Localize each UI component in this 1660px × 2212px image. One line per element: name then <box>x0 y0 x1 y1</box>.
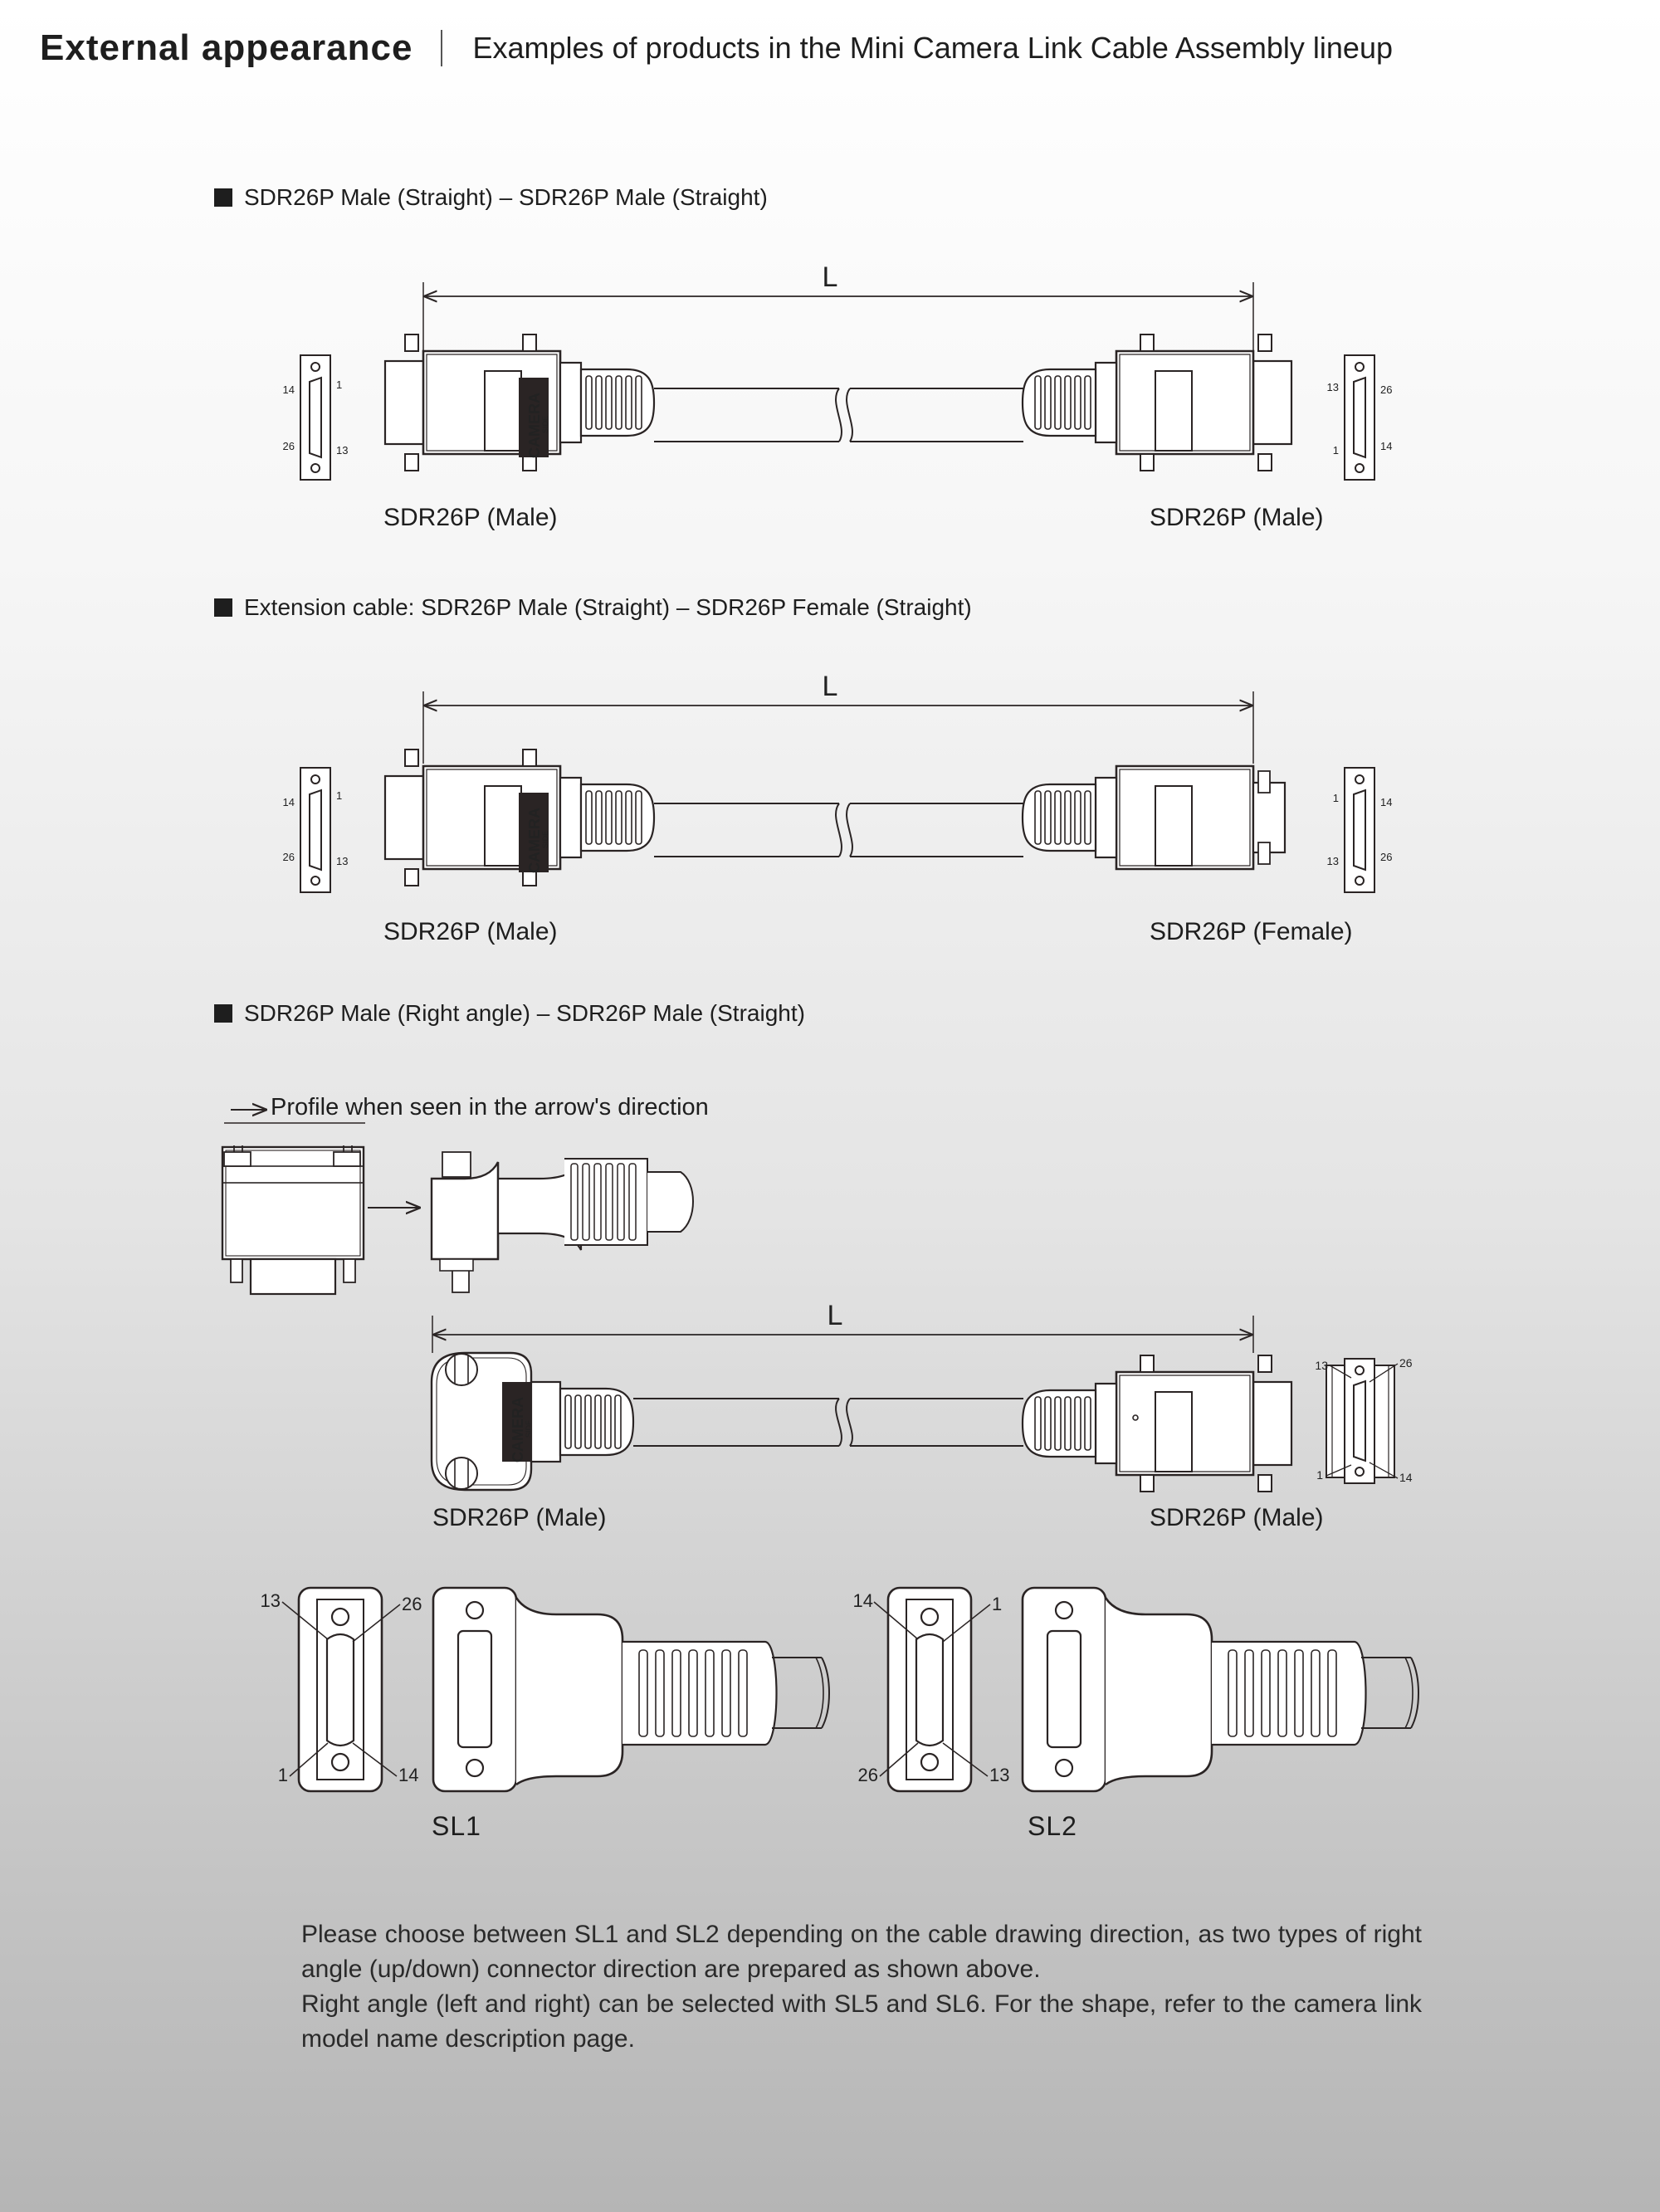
section-1-left-caption: SDR26P (Male) <box>383 504 558 531</box>
square-bullet-icon <box>214 1004 232 1023</box>
section-heading-3: SDR26P Male (Right angle) – SDR26P Male … <box>214 1000 805 1027</box>
section-2-length-label: L <box>823 671 838 702</box>
camera-side-label-icon <box>519 378 549 457</box>
svg-text:CAMERA: CAMERA <box>526 393 543 458</box>
svg-text:13: 13 <box>989 1765 1009 1785</box>
right-angle-front-view <box>221 1145 365 1296</box>
svg-text:13: 13 <box>261 1590 281 1611</box>
svg-text:1: 1 <box>336 789 342 802</box>
svg-text:1: 1 <box>1333 444 1339 457</box>
variant-sl2-drawing: 14 1 26 13 <box>853 1586 1419 1793</box>
svg-text:14: 14 <box>283 383 295 396</box>
header-divider <box>441 30 443 66</box>
variant-sl2-label: SL2 <box>1028 1811 1077 1841</box>
svg-text:1: 1 <box>336 378 342 391</box>
svg-text:1: 1 <box>1316 1468 1323 1482</box>
svg-text:SIDE: SIDE <box>541 416 549 433</box>
section-3-left-caption: SDR26P (Male) <box>432 1504 607 1531</box>
svg-text:1: 1 <box>278 1765 288 1785</box>
svg-text:14: 14 <box>853 1590 873 1611</box>
svg-text:26: 26 <box>858 1765 878 1785</box>
selection-note-line-2: Right angle (left and right) can be sele… <box>301 1990 1422 2053</box>
svg-text:14: 14 <box>1399 1471 1413 1484</box>
section-2-drawing: L <box>283 671 1392 893</box>
svg-text:13: 13 <box>1327 381 1339 393</box>
section-3-right-caption: SDR26P (Male) <box>1150 1504 1324 1531</box>
svg-text:26: 26 <box>283 851 295 863</box>
page-title: External appearance <box>40 27 413 68</box>
right-angle-side-view <box>430 1151 694 1293</box>
section-2-right-caption: SDR26P (Female) <box>1150 918 1353 945</box>
section-3-drawing: L CAMERA SIDE <box>221 1110 1413 1493</box>
section-3-right-face: 13 26 1 14 <box>1315 1356 1413 1484</box>
svg-text:13: 13 <box>1327 855 1339 867</box>
section-3-length-label: L <box>828 1300 843 1331</box>
section-heading-1-text: SDR26P Male (Straight) – SDR26P Male (St… <box>244 184 768 210</box>
section-heading-1: SDR26P Male (Straight) – SDR26P Male (St… <box>214 184 768 211</box>
section-heading-3-text: SDR26P Male (Right angle) – SDR26P Male … <box>244 1000 805 1026</box>
svg-text:CAMERA: CAMERA <box>510 1397 526 1462</box>
selection-note: Please choose between SL1 and SL2 depend… <box>301 1917 1422 2057</box>
svg-text:26: 26 <box>1380 383 1392 396</box>
svg-text:14: 14 <box>1380 796 1392 808</box>
page-header: External appearance Examples of products… <box>40 23 1393 73</box>
svg-text:14: 14 <box>1380 440 1392 452</box>
variant-sl1-drawing: 13 26 1 14 <box>261 1586 830 1793</box>
svg-text:13: 13 <box>336 444 348 457</box>
section-1-right-caption: SDR26P (Male) <box>1150 504 1324 531</box>
right-angle-top-view: CAMERA SIDE <box>430 1351 635 1492</box>
section-heading-2-text: Extension cable: SDR26P Male (Straight) … <box>244 594 972 620</box>
svg-text:1: 1 <box>1333 792 1339 804</box>
camera-side-label-icon <box>502 1382 532 1462</box>
section-2-left-caption: SDR26P (Male) <box>383 918 558 945</box>
svg-text:1: 1 <box>992 1594 1002 1614</box>
square-bullet-icon <box>214 188 232 207</box>
svg-text:14: 14 <box>283 796 295 808</box>
camera-side-label-icon <box>519 793 549 872</box>
selection-note-line-1: Please choose between SL1 and SL2 depend… <box>301 1921 1422 1983</box>
variant-sl1-label: SL1 <box>432 1811 481 1841</box>
svg-text:SIDE: SIDE <box>541 831 549 848</box>
svg-text:26: 26 <box>1399 1356 1413 1370</box>
svg-text:SIDE: SIDE <box>525 1420 533 1438</box>
svg-text:13: 13 <box>1315 1359 1328 1372</box>
square-bullet-icon <box>214 598 232 617</box>
page-subtitle: Examples of products in the Mini Camera … <box>472 31 1393 65</box>
svg-text:26: 26 <box>1380 851 1392 863</box>
profile-note: Profile when seen in the arrow's directi… <box>271 1094 709 1121</box>
svg-text:13: 13 <box>336 855 348 867</box>
svg-text:26: 26 <box>283 440 295 452</box>
section-1-length-label: L <box>823 261 838 293</box>
svg-text:CAMERA: CAMERA <box>526 808 543 873</box>
section-1-drawing: L CAMERA SIDE 14 1 26 13 13 26 1 14 <box>283 261 1392 481</box>
section-heading-2: Extension cable: SDR26P Male (Straight) … <box>214 594 972 621</box>
svg-text:26: 26 <box>402 1594 422 1614</box>
svg-text:14: 14 <box>398 1765 418 1785</box>
